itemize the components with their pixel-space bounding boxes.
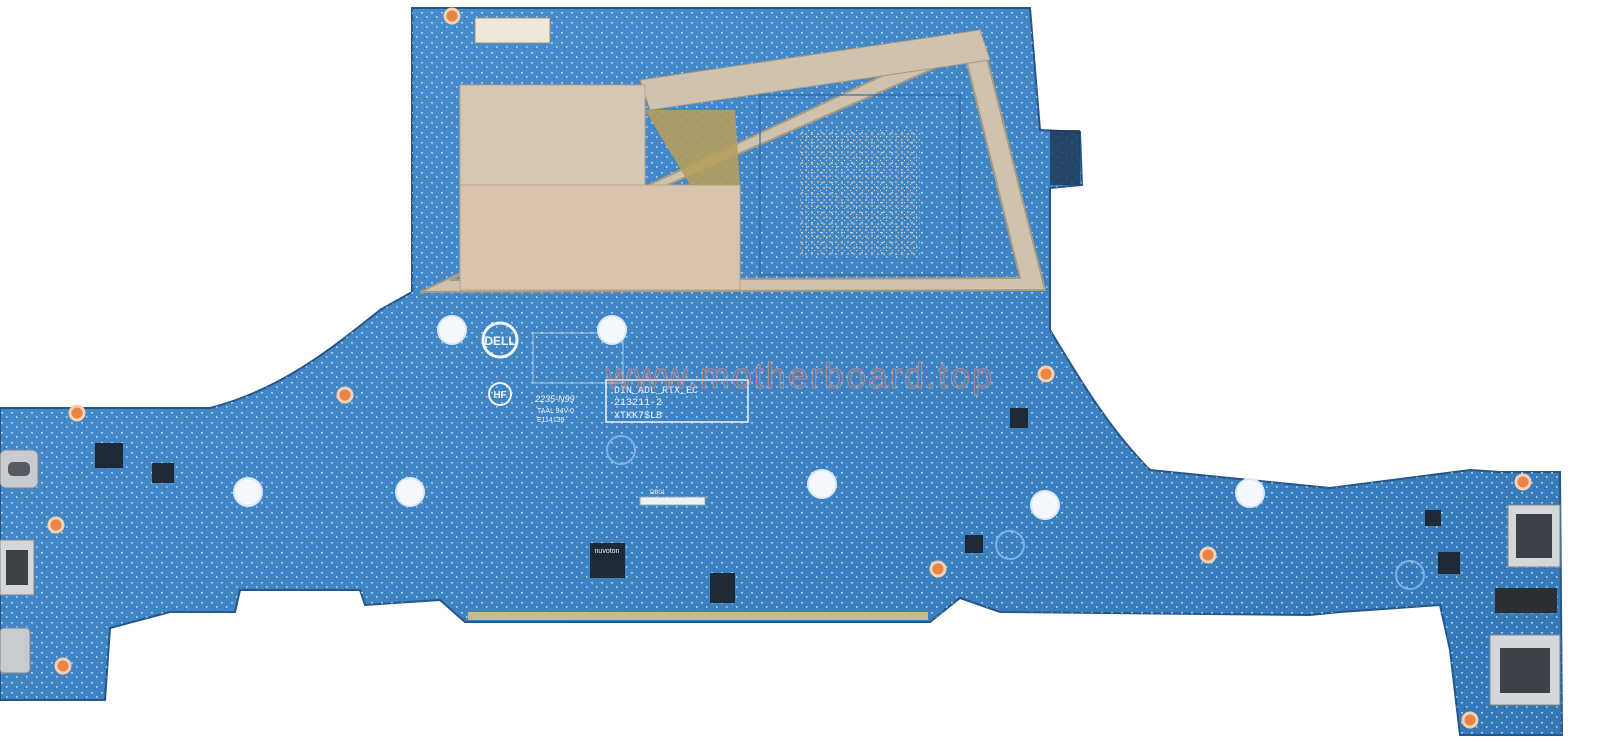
svg-text:HF: HF [493, 390, 506, 401]
date-code: 2235-N99 [534, 394, 575, 404]
board-id-line-2: 213211-2 [614, 398, 662, 409]
usb-c-port-left [0, 449, 39, 489]
usb-a-port-right [1507, 504, 1561, 568]
db01-connector [639, 496, 706, 506]
svg-text:DELL: DELL [484, 334, 515, 348]
screw-pads [47, 7, 1532, 729]
rating-line-1: TAAL 94V-0 [537, 408, 574, 415]
audio-jack [1495, 588, 1557, 613]
rating-line-2: E114139 [537, 417, 565, 424]
brass-contact [645, 110, 740, 185]
thermal-pad-lower [459, 184, 741, 291]
watermark: www.motherboard.top [605, 355, 994, 396]
board-id-box [605, 379, 749, 423]
right-edge-connector [1050, 130, 1080, 185]
edge-connector [468, 612, 928, 620]
thermal-pad-upper [459, 84, 646, 186]
mount-holes [233, 315, 1425, 590]
hf-mark: HF [488, 382, 512, 406]
top-connector [474, 17, 551, 44]
usb-a-port-left [0, 539, 35, 596]
cpu-pad-array [800, 130, 920, 255]
usb-c-port-left-2 [0, 627, 31, 674]
chips [95, 408, 1460, 603]
board-id-line-1: DIN_ADL_RTX_EC [614, 386, 698, 397]
dell-logo: DELL [481, 321, 519, 359]
ic-marking: nuvoton [595, 548, 620, 555]
db01-label: DB01 [650, 490, 666, 496]
board-id-line-3: XTKK7$LB [614, 410, 662, 422]
sd-card-slot [1489, 634, 1561, 706]
